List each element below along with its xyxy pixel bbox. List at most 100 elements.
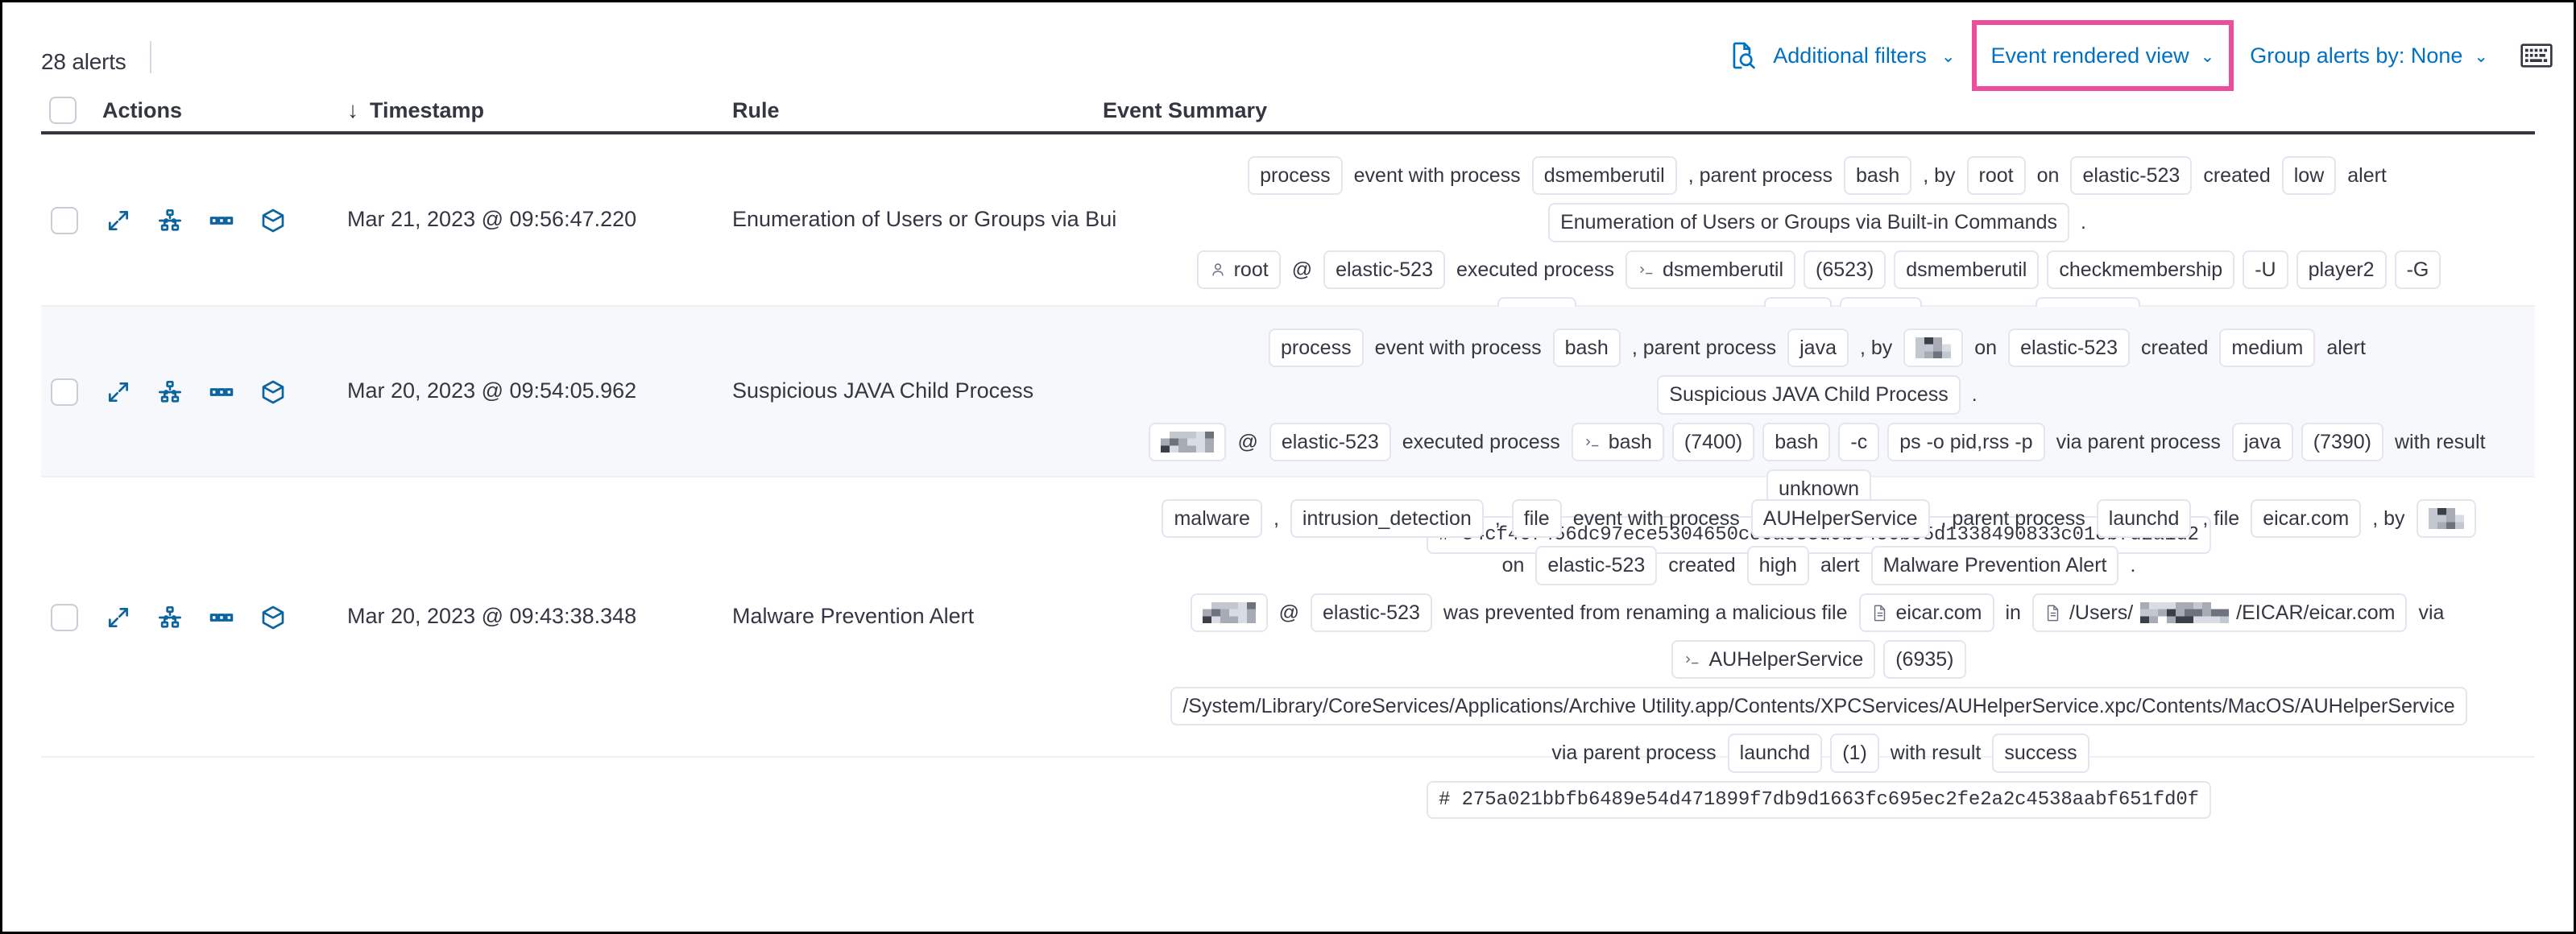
event-rendered-view-button[interactable]: Event rendered view ⌄ <box>1986 33 2220 78</box>
value-chip[interactable]: process <box>1248 156 1343 195</box>
keyboard-icon[interactable] <box>2499 43 2564 68</box>
value-chip[interactable]: Enumeration of Users or Groups via Built… <box>1548 203 2069 242</box>
toolbar-actions: Additional filters ⌄ Event rendered view… <box>1717 33 2564 78</box>
chip-text: # 275a021bbfb6489e54d471899f7db9d1663fc6… <box>1439 790 2199 810</box>
value-chip[interactable]: (1) <box>1830 734 1879 772</box>
expand-icon[interactable] <box>106 379 131 405</box>
value-chip[interactable]: dsmemberutil <box>1894 250 2039 289</box>
hash-chip[interactable]: # 275a021bbfb6489e54d471899f7db9d1663fc6… <box>1427 781 2211 819</box>
analyze-event-icon[interactable] <box>157 379 183 405</box>
row-select-checkbox[interactable] <box>51 604 78 631</box>
column-header-event-summary[interactable]: Event Summary <box>1103 98 1267 123</box>
value-chip[interactable]: dsmemberutil <box>1626 250 1795 289</box>
value-chip[interactable]: elastic-523 <box>1269 423 1391 461</box>
value-chip[interactable]: ps -o pid,rss -p <box>1887 423 2044 461</box>
additional-filters-button[interactable]: Additional filters ⌄ <box>1717 33 1966 78</box>
value-chip[interactable]: malware <box>1162 499 1261 538</box>
value-chip[interactable]: /Users//EICAR/eicar.com <box>2032 593 2407 632</box>
value-chip[interactable]: file <box>1512 499 1562 538</box>
row-rule-name[interactable]: Suspicious JAVA Child Process <box>732 378 1033 403</box>
value-chip[interactable]: bash <box>1572 423 1664 461</box>
row-select-checkbox[interactable] <box>51 378 78 406</box>
value-chip[interactable] <box>1903 329 1963 367</box>
session-view-icon[interactable] <box>260 605 286 630</box>
session-view-icon[interactable] <box>260 379 286 405</box>
value-chip[interactable]: AUHelperService <box>1671 640 1875 679</box>
value-chip[interactable]: -U <box>2243 250 2288 289</box>
summary-text: alert <box>2319 337 2373 358</box>
table-row[interactable]: processevent with processdsmemberutil, p… <box>41 134 2535 307</box>
value-chip[interactable]: (6523) <box>1804 250 1886 289</box>
value-chip[interactable]: elastic-523 <box>2070 156 2192 195</box>
table-row[interactable]: malware,intrusion_detection,fileevent wi… <box>41 477 2535 758</box>
summary-text: event with process <box>1347 165 1528 186</box>
value-chip[interactable]: bash <box>1553 329 1621 367</box>
value-chip[interactable]: (6935) <box>1883 640 1965 679</box>
value-chip[interactable]: bash <box>1762 423 1830 461</box>
select-all-checkbox[interactable] <box>49 97 77 124</box>
value-chip[interactable]: low <box>2282 156 2337 195</box>
column-header-actions[interactable]: Actions <box>102 98 182 123</box>
chip-text-suffix: /EICAR/eicar.com <box>2236 602 2395 623</box>
value-chip[interactable]: success <box>1992 734 2089 772</box>
value-chip[interactable]: launchd <box>1728 734 1823 772</box>
value-chip[interactable]: process <box>1269 329 1364 367</box>
value-chip[interactable] <box>1149 423 1226 461</box>
analyze-event-icon[interactable] <box>157 208 183 234</box>
value-chip[interactable] <box>2417 499 2476 538</box>
column-header-rule[interactable]: Rule <box>732 98 780 123</box>
value-chip[interactable]: java <box>1787 329 1849 367</box>
summary-line: Enumeration of Users or Groups via Built… <box>1108 199 2530 246</box>
chip-text: /System/Library/CoreServices/Application… <box>1182 696 2454 717</box>
group-alerts-by-button[interactable]: Group alerts by: None ⌄ <box>2238 33 2499 78</box>
value-chip[interactable]: root <box>1197 250 1281 289</box>
value-chip[interactable]: dsmemberutil <box>1532 156 1677 195</box>
value-chip[interactable]: (7400) <box>1672 423 1754 461</box>
analyze-event-icon[interactable] <box>157 605 183 630</box>
value-chip[interactable]: (7390) <box>2301 423 2383 461</box>
sort-descending-icon: ↓ <box>347 97 358 123</box>
value-chip[interactable]: root <box>1967 156 2026 195</box>
value-chip[interactable]: intrusion_detection <box>1290 499 1484 538</box>
value-chip[interactable]: Malware Prevention Alert <box>1871 546 2119 585</box>
value-chip[interactable]: -G <box>2395 250 2441 289</box>
value-chip[interactable]: AUHelperService <box>1751 499 1930 538</box>
more-actions-icon[interactable] <box>209 605 234 630</box>
more-actions-icon[interactable] <box>209 208 234 234</box>
value-chip[interactable]: eicar.com <box>1859 593 1994 632</box>
value-chip[interactable]: elastic-523 <box>1323 250 1445 289</box>
table-row[interactable]: processevent with processbash, parent pr… <box>41 307 2535 477</box>
value-chip[interactable]: player2 <box>2296 250 2387 289</box>
row-select-checkbox[interactable] <box>51 207 78 234</box>
column-header-timestamp[interactable]: ↓ Timestamp <box>347 97 484 123</box>
value-chip[interactable]: java <box>2232 423 2293 461</box>
chip-text: root <box>1979 165 2014 186</box>
value-chip[interactable]: elastic-523 <box>1535 546 1657 585</box>
value-chip[interactable]: elastic-523 <box>1311 593 1432 632</box>
chip-text: elastic-523 <box>1547 555 1645 576</box>
chip-text: elastic-523 <box>1336 259 1433 280</box>
session-view-icon[interactable] <box>260 208 286 234</box>
path-chip[interactable]: /System/Library/CoreServices/Application… <box>1170 687 2466 725</box>
summary-text: on <box>1967 337 2004 358</box>
value-chip[interactable]: bash <box>1844 156 1911 195</box>
value-chip[interactable]: launchd <box>2097 499 2192 538</box>
value-chip[interactable]: elastic-523 <box>2008 329 2130 367</box>
summary-line: # 275a021bbfb6489e54d471899f7db9d1663fc6… <box>1108 777 2530 823</box>
expand-icon[interactable] <box>106 605 131 630</box>
value-chip[interactable]: checkmembership <box>2047 250 2234 289</box>
row-rule-name[interactable]: Enumeration of Users or Groups via Bui <box>732 207 1116 232</box>
value-chip[interactable] <box>1191 593 1268 632</box>
row-rule-name[interactable]: Malware Prevention Alert <box>732 604 974 629</box>
summary-line: processevent with processdsmemberutil, p… <box>1108 152 2530 199</box>
expand-icon[interactable] <box>106 208 131 234</box>
toolbar-divider <box>150 41 151 73</box>
value-chip[interactable]: eicar.com <box>2251 499 2361 538</box>
value-chip[interactable]: medium <box>2219 329 2315 367</box>
more-actions-icon[interactable] <box>209 379 234 405</box>
value-chip[interactable]: -c <box>1838 423 1879 461</box>
user-icon <box>1209 261 1227 279</box>
summary-text: alert <box>1813 555 1867 576</box>
value-chip[interactable]: Suspicious JAVA Child Process <box>1657 375 1960 414</box>
value-chip[interactable]: high <box>1747 546 1809 585</box>
